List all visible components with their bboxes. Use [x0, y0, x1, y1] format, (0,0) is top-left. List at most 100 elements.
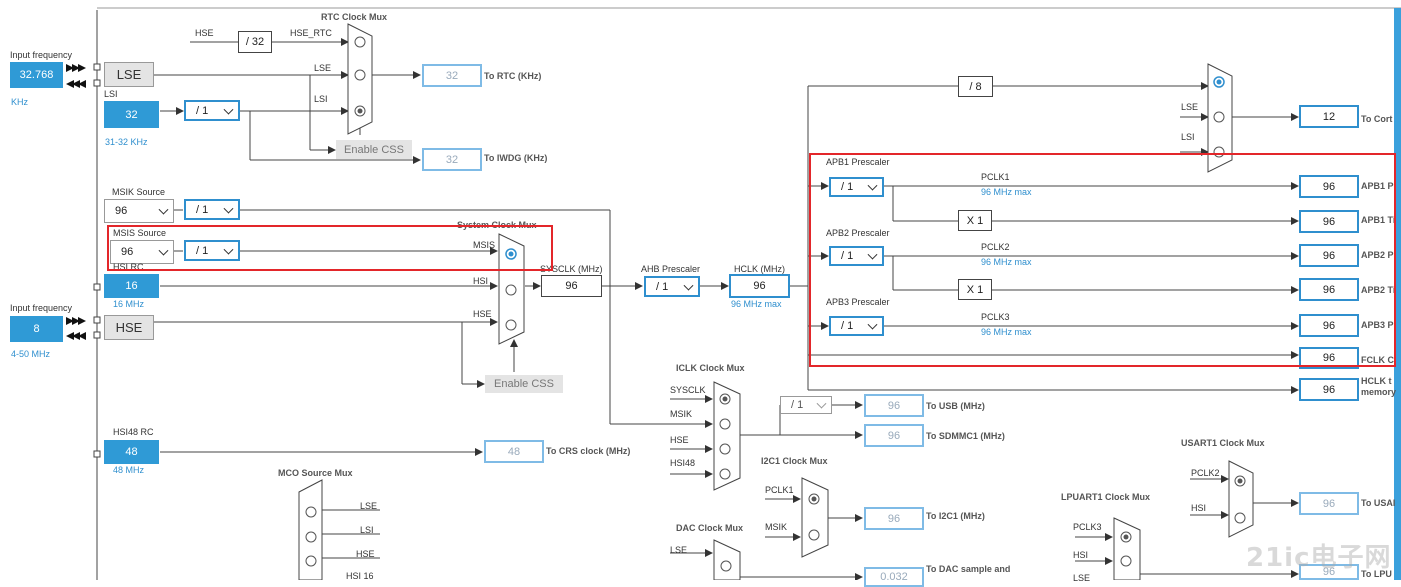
- msik-source-select[interactable]: 96: [104, 199, 174, 223]
- apb1-peripheral-value[interactable]: 96: [1299, 175, 1359, 198]
- hclk-memory-label-2: memory: [1361, 387, 1397, 397]
- mco-mux-title: MCO Source Mux: [278, 468, 353, 478]
- hsi48-rc-label: HSI48 RC: [113, 427, 154, 437]
- msik-source-label: MSIK Source: [112, 187, 166, 197]
- rtc-hse-label: HSE: [195, 28, 214, 38]
- lsi-divider-select[interactable]: / 1: [184, 100, 240, 121]
- to-iwdg-label: To IWDG (KHz): [484, 153, 548, 163]
- to-rtc-label: To RTC (KHz): [484, 71, 542, 81]
- mco-hsi16-label: HSI 16: [346, 571, 374, 581]
- usb-divider-select[interactable]: / 1: [780, 396, 832, 414]
- lpuart1-pclk3-label: PCLK3: [1073, 522, 1102, 532]
- apb1-prescaler-value: / 1: [841, 181, 854, 193]
- cortex-lsi-label: LSI: [1181, 132, 1195, 142]
- apb2-timer-value[interactable]: 96: [1299, 278, 1359, 301]
- msis-divider-value: / 1: [196, 244, 209, 257]
- to-iwdg-value: 32: [422, 148, 482, 171]
- hse-div32: / 32: [238, 31, 272, 53]
- to-i2c1-label: To I2C1 (MHz): [926, 511, 985, 521]
- apb2-prescaler-value: / 1: [841, 250, 854, 262]
- ahb-prescaler-value: / 1: [656, 280, 669, 293]
- pclk2-max: 96 MHz max: [981, 257, 1032, 267]
- hclk-max: 96 MHz max: [731, 299, 782, 309]
- lse-unit: KHz: [11, 97, 29, 107]
- fclk-value[interactable]: 96: [1299, 347, 1359, 369]
- apb3-peripheral-value[interactable]: 96: [1299, 314, 1359, 337]
- hsi-value[interactable]: 16: [104, 274, 159, 298]
- hse-range: 4-50 MHz: [11, 349, 51, 359]
- hclk-value[interactable]: 96: [729, 274, 790, 298]
- hclk-memory-value[interactable]: 96: [1299, 378, 1359, 401]
- msis-source-value: 96: [121, 246, 134, 258]
- rtc-lsi-label: LSI: [314, 94, 328, 104]
- lsi-range: 31-32 KHz: [105, 137, 148, 147]
- chevron-down-icon: [816, 398, 827, 409]
- hclk-label: HCLK (MHz): [734, 264, 785, 274]
- pclk2-label: PCLK2: [981, 242, 1010, 252]
- lpuart1-hsi-label: HSI: [1073, 550, 1089, 560]
- dac-mux: [713, 539, 741, 580]
- mco-hse-label: HSE: [356, 549, 375, 559]
- lpuart1-mux: [1113, 517, 1141, 580]
- apb1-timer-value[interactable]: 96: [1299, 210, 1359, 233]
- hsi-frequency: 16 MHz: [113, 299, 145, 309]
- msis-source-select[interactable]: 96: [110, 240, 174, 264]
- hse-input-frequency[interactable]: 8: [10, 316, 63, 342]
- lse-button[interactable]: LSE: [104, 62, 154, 87]
- pclk1-label: PCLK1: [981, 172, 1010, 182]
- chevron-down-icon: [223, 104, 234, 115]
- chevron-down-icon: [223, 203, 234, 214]
- chevron-down-icon: [158, 204, 169, 215]
- msis-highlight-box: [107, 225, 553, 271]
- apb1-prescaler-label: APB1 Prescaler: [826, 157, 890, 167]
- cortex-lse-label: LSE: [1181, 102, 1199, 112]
- apb2-prescaler-select[interactable]: / 1: [829, 246, 884, 266]
- to-crs-label: To CRS clock (MHz): [546, 446, 631, 456]
- i2c1-mux: [801, 477, 829, 558]
- hsi48-value[interactable]: 48: [104, 440, 159, 464]
- usart1-mux: [1228, 460, 1254, 538]
- to-rtc-value: 32: [422, 64, 482, 87]
- usb-divider-value: / 1: [791, 399, 804, 411]
- sysclk-enable-css-button[interactable]: Enable CSS: [485, 375, 563, 393]
- apb1-prescaler-select[interactable]: / 1: [829, 177, 884, 197]
- apb3-prescaler-value: / 1: [841, 320, 854, 332]
- i2c1-mux-title: I2C1 Clock Mux: [761, 456, 828, 466]
- to-crs-value: 48: [484, 440, 544, 463]
- lpuart1-mux-title: LPUART1 Clock Mux: [1061, 492, 1151, 502]
- rtc-lse-label: LSE: [314, 63, 332, 73]
- msik-divider-select[interactable]: / 1: [184, 199, 240, 220]
- hse-button[interactable]: HSE: [104, 315, 154, 340]
- to-usart1-label: To USAI: [1361, 498, 1396, 508]
- ahb-prescaler-select[interactable]: / 1: [644, 276, 700, 297]
- rtc-enable-css-button[interactable]: Enable CSS: [336, 140, 412, 159]
- lse-input-frequency[interactable]: 32.768: [10, 62, 63, 88]
- msik-divider-value: / 1: [196, 203, 209, 216]
- iclk-mux-title: ICLK Clock Mux: [676, 363, 745, 373]
- sysclk-hsi-label: HSI: [473, 276, 489, 286]
- pclk3-label: PCLK3: [981, 312, 1010, 322]
- input-frequency-label: Input frequency: [10, 50, 73, 60]
- hsi-rc-label: HSI RC: [113, 262, 144, 272]
- to-lpuart1-label: To LPU: [1361, 569, 1392, 579]
- dac-mux-title: DAC Clock Mux: [676, 523, 744, 533]
- lsi-value[interactable]: 32: [104, 101, 159, 128]
- cortex-value[interactable]: 12: [1299, 105, 1359, 128]
- sysclk-hse-label: HSE: [473, 309, 492, 319]
- input-frequency-label-2: Input frequency: [10, 303, 73, 313]
- iclk-hse-label: HSE: [670, 435, 689, 445]
- iclk-sysclk-label: SYSCLK: [670, 385, 706, 395]
- to-usart1-value: 96: [1299, 492, 1359, 515]
- apb2-timer-multiplier: X 1: [958, 279, 992, 300]
- mco-mux: [298, 479, 323, 580]
- i2c1-pclk1-label: PCLK1: [765, 485, 794, 495]
- to-i2c1-value: 96: [864, 507, 924, 530]
- apb3-prescaler-select[interactable]: / 1: [829, 316, 884, 336]
- usart1-mux-title: USART1 Clock Mux: [1181, 438, 1265, 448]
- cortex-label: To Cort: [1361, 114, 1393, 124]
- rtc-mux-title: RTC Clock Mux: [321, 12, 388, 22]
- msis-divider-select[interactable]: / 1: [184, 240, 240, 261]
- apb2-peripheral-value[interactable]: 96: [1299, 244, 1359, 267]
